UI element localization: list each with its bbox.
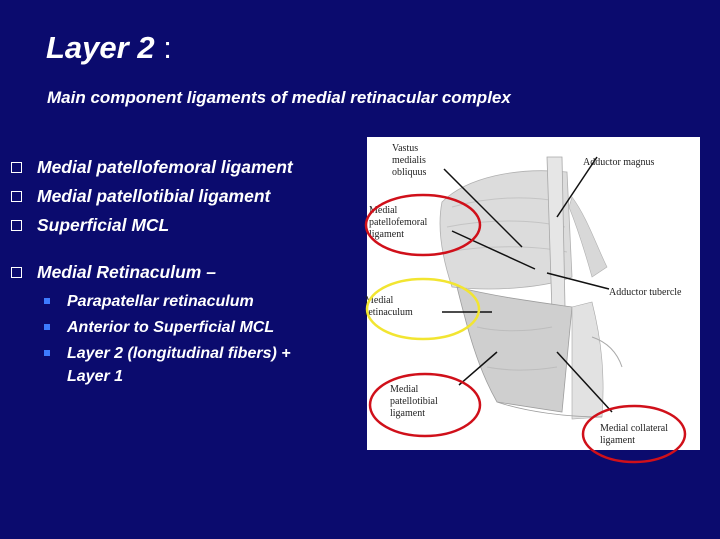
label-medial-patellotibial-ligament-2: patellotibial xyxy=(390,396,438,407)
hollow-square-bullet-icon xyxy=(11,220,22,231)
filled-square-bullet-icon xyxy=(44,324,50,330)
sub-bullet-item: Parapatellar retinaculum xyxy=(37,290,330,313)
label-medial-retinaculum-2: retinaculum xyxy=(365,307,413,318)
bullet-item: Medial patellotibial ligament xyxy=(10,185,330,208)
sub-bullet-item: Layer 2 (longitudinal fibers) + Layer 1 xyxy=(37,342,330,388)
bullet-item: Medial patellofemoral ligament xyxy=(10,156,330,179)
sub-bullet-text: Anterior to Superficial MCL xyxy=(67,319,275,336)
bullet-item: Medial Retinaculum – Parapatellar retina… xyxy=(10,261,330,388)
knee-anatomy-illustration: Vastus medialis obliquus Adductor magnus… xyxy=(364,143,687,464)
label-adductor-magnus: Adductor magnus xyxy=(583,157,654,168)
red-highlight-circle-mpfl xyxy=(364,193,482,257)
label-vastus-medialis-obliquus-1: Vastus xyxy=(392,143,418,154)
label-vastus-medialis-obliquus-3: obliquus xyxy=(392,167,427,178)
red-highlight-circle-mcl xyxy=(581,404,687,464)
bullet-text: Medial Retinaculum – xyxy=(37,262,216,282)
bullet-text: Medial patellofemoral ligament xyxy=(37,157,293,177)
hollow-square-bullet-icon xyxy=(11,191,22,202)
bullet-text: Medial patellotibial ligament xyxy=(37,186,271,206)
slide-title-colon: : xyxy=(163,30,172,65)
sub-bullet-text: Parapatellar retinaculum xyxy=(67,293,254,310)
bullet-item: Superficial MCL xyxy=(10,214,330,237)
label-medial-retinaculum-1: Medial xyxy=(365,295,394,306)
slide-subtitle: Main component ligaments of medial retin… xyxy=(47,88,511,107)
knee-anatomy-drawing xyxy=(439,156,623,420)
label-medial-patellotibial-ligament-3: ligament xyxy=(390,408,425,419)
sub-bullet-text: Layer 2 (longitudinal fibers) + Layer 1 xyxy=(67,345,291,385)
sub-bullet-item: Anterior to Superficial MCL xyxy=(37,316,330,339)
red-highlight-circle-mptl xyxy=(368,372,482,438)
label-medial-collateral-ligament-1: Medial collateral xyxy=(600,423,668,434)
hollow-square-bullet-icon xyxy=(11,267,22,278)
hollow-square-bullet-icon xyxy=(11,162,22,173)
bullet-text: Superficial MCL xyxy=(37,215,170,235)
slide-title-text: Layer 2 xyxy=(46,30,155,65)
sub-bullet-list: Parapatellar retinaculum Anterior to Sup… xyxy=(37,290,330,388)
yellow-highlight-circle-retinaculum xyxy=(365,277,481,341)
label-medial-patellofemoral-ligament-1: Medial xyxy=(369,205,398,216)
bullet-list: Medial patellofemoral ligament Medial pa… xyxy=(10,156,330,394)
filled-square-bullet-icon xyxy=(44,350,50,356)
anatomy-figure: Vastus medialis obliquus Adductor magnus… xyxy=(364,137,700,464)
label-vastus-medialis-obliquus-2: medialis xyxy=(392,155,426,166)
leader-lines xyxy=(442,156,613,413)
label-medial-patellofemoral-ligament-3: ligament xyxy=(369,229,404,240)
label-medial-patellotibial-ligament-1: Medial xyxy=(390,384,419,395)
label-medial-patellofemoral-ligament-2: patellofemoral xyxy=(369,217,428,228)
label-medial-collateral-ligament-2: ligament xyxy=(600,435,635,446)
filled-square-bullet-icon xyxy=(44,298,50,304)
slide-title: Layer 2 : xyxy=(46,30,172,66)
label-adductor-tubercle: Adductor tubercle xyxy=(609,287,682,298)
